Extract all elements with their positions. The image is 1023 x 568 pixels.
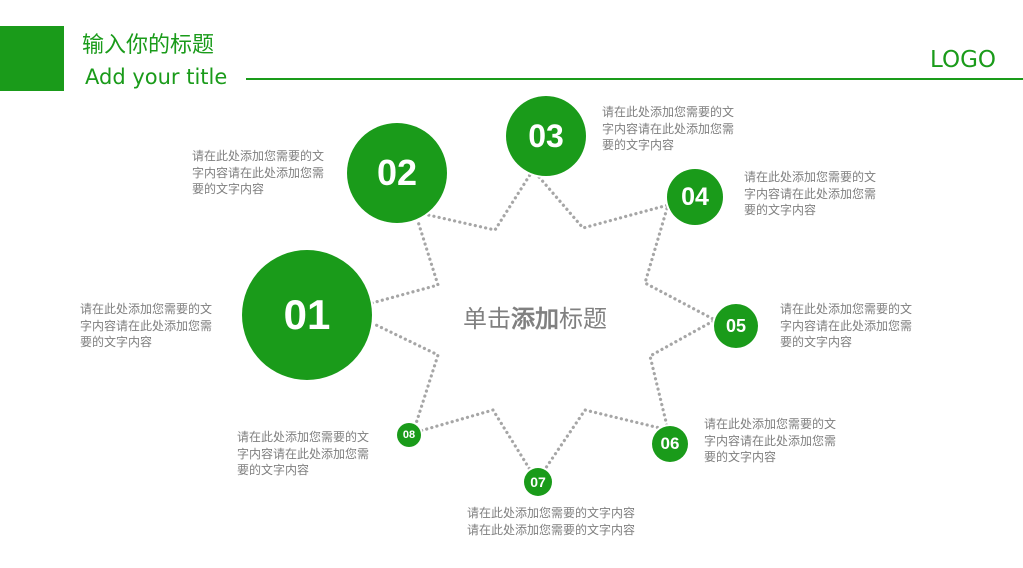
step-description-01: 请在此处添加您需要的文字内容请在此处添加您需要的文字内容 xyxy=(80,302,213,349)
header-divider xyxy=(246,78,1023,80)
step-description-08: 请在此处添加您需要的文字内容请在此处添加您需要的文字内容 xyxy=(237,430,370,477)
step-circle-04: 04 xyxy=(667,169,723,225)
center-title: 单击添加标题 xyxy=(463,305,607,333)
logo: LOGO xyxy=(930,47,997,73)
step-circle-02: 02 xyxy=(347,123,447,223)
step-circle-05: 05 xyxy=(714,304,758,348)
step-circle-08: 08 xyxy=(397,423,421,447)
step-circle-07: 07 xyxy=(524,468,552,496)
step-circle-03: 03 xyxy=(506,96,586,176)
step-description-06: 请在此处添加您需要的文字内容请在此处添加您需要的文字内容 xyxy=(704,417,837,464)
step-description-05: 请在此处添加您需要的文字内容请在此处添加您需要的文字内容 xyxy=(780,302,913,349)
step-circle-06: 06 xyxy=(652,426,688,462)
step-circle-01: 01 xyxy=(242,250,372,380)
star-dotted-outline xyxy=(370,168,717,483)
step-description-02: 请在此处添加您需要的文字内容请在此处添加您需要的文字内容 xyxy=(192,149,325,196)
header-accent-block xyxy=(0,26,64,91)
step-description-03: 请在此处添加您需要的文字内容请在此处添加您需要的文字内容 xyxy=(602,105,735,152)
step-description-04: 请在此处添加您需要的文字内容请在此处添加您需要的文字内容 xyxy=(744,170,877,217)
step-description-07: 请在此处添加您需要的文字内容请在此处添加您需要的文字内容 xyxy=(467,506,636,537)
page-title: 输入你的标题 xyxy=(82,33,215,58)
page-subtitle: Add your title xyxy=(85,65,228,89)
